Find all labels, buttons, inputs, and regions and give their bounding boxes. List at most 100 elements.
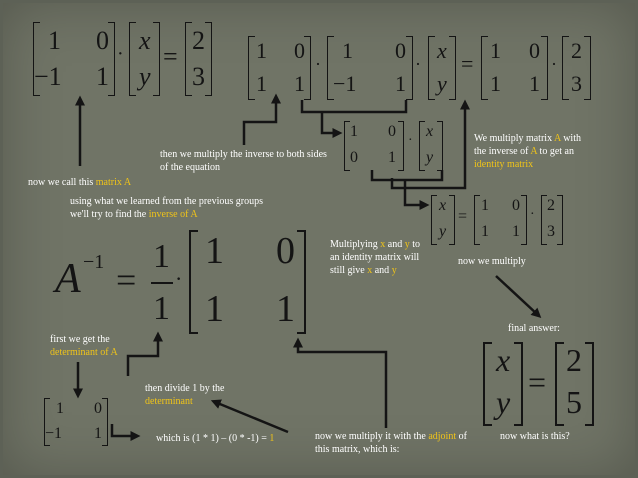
bracket-left (327, 36, 334, 100)
vector-y: y (439, 223, 447, 240)
matrix-a-cell: 0 (94, 400, 102, 417)
bracket-left (189, 230, 198, 334)
note-what-is-this: now what is this? (500, 431, 570, 442)
brace-identity-product (370, 170, 444, 182)
bracket-left (562, 36, 569, 100)
adjoint-cell: 1 (205, 230, 224, 272)
vector-y: y (426, 149, 434, 166)
identity-cell: 1 (388, 149, 396, 166)
vector-b-value: 3 (192, 62, 205, 91)
bracket-right (304, 36, 311, 100)
arrow-to-identity (320, 112, 343, 138)
adjoint-cell: 0 (276, 230, 295, 272)
note-identity-result: We multiply matrix A with the inverse of… (474, 133, 581, 170)
inverse-cell: 1 (256, 38, 267, 63)
inverse-cell: 1 (512, 223, 520, 240)
vector-x: x (426, 123, 434, 140)
answer-y-value: 5 (566, 384, 582, 420)
inverse-symbol: A (55, 256, 81, 302)
answer-x-value: 2 (566, 342, 582, 378)
multiply-dot: · (530, 207, 535, 222)
note-divide-determinant: then divide 1 by the determinant (145, 383, 225, 407)
bracket-right (514, 342, 523, 426)
inverse-cell: 0 (529, 38, 540, 63)
bracket-right (153, 22, 160, 96)
inverse-cell: 1 (294, 71, 305, 96)
note-adjoint: now we multiply it with the adjoint of t… (315, 431, 467, 455)
vector-x: x (139, 26, 151, 55)
bracket-right (205, 22, 212, 96)
bracket-right (521, 195, 527, 245)
matrix-a-cell: 1 (48, 26, 61, 55)
bracket-right (102, 398, 108, 446)
adjoint-cell: 1 (205, 288, 224, 330)
bracket-right (398, 121, 404, 171)
bracket-left (129, 22, 136, 96)
inverse-cell: 1 (481, 197, 489, 214)
equals-sign: = (461, 51, 474, 76)
identity-cell: 0 (388, 123, 396, 140)
note-multiply-both-sides: then we multiply the inverse to both sid… (160, 149, 327, 173)
bracket-right (449, 195, 455, 245)
bracket-left (44, 398, 50, 446)
inverse-cell: 1 (256, 71, 267, 96)
matrix-a-cell: −1 (34, 62, 62, 91)
bracket-right (585, 342, 594, 426)
matrix-a-cell: −1 (333, 71, 357, 96)
matrix-a-cell: 1 (96, 62, 109, 91)
inverse-exponent: −1 (83, 251, 105, 273)
multiply-dot: · (315, 54, 321, 74)
fraction-bar (151, 282, 173, 284)
bracket-left (248, 36, 255, 100)
bracket-left (33, 22, 40, 96)
multiply-dot: · (415, 54, 421, 74)
bracket-left (344, 121, 350, 171)
bracket-left (428, 36, 435, 100)
note-final-answer: final answer: (508, 323, 560, 334)
bracket-left (483, 342, 492, 426)
brace-inverse-times-a (300, 100, 408, 114)
arrow-to-fraction (126, 331, 163, 376)
identity-cell: 1 (350, 123, 358, 140)
vector-x: x (437, 38, 447, 63)
vector-x: x (496, 342, 511, 378)
note-call-matrix: now we call this matrix A (28, 177, 132, 188)
bracket-left (481, 36, 488, 100)
bracket-left (419, 121, 425, 171)
note-determinant-calc: which is (1 * 1) – (0 * -1) = 1 (156, 433, 275, 444)
arrow-multiply-inverse (242, 93, 281, 145)
matrix-a-cell: 1 (56, 400, 64, 417)
arrow-to-determinant-calc (110, 424, 141, 441)
inverse-cell: 1 (490, 38, 501, 63)
inverse-cell: 1 (481, 223, 489, 240)
matrix-a-cell: 0 (395, 38, 406, 63)
equals-sign: = (528, 364, 547, 400)
arrow-calc-to-divide (210, 399, 289, 434)
vector-b-value: 3 (571, 71, 582, 96)
note-identity-property: Multiplying x and y to an identity matri… (330, 239, 421, 276)
vector-y: y (496, 384, 511, 420)
matrix-a-cell: −1 (45, 425, 63, 442)
vector-y: y (139, 62, 151, 91)
inverse-cell: 0 (294, 38, 305, 63)
inverse-cell: 0 (512, 197, 520, 214)
bracket-right (449, 36, 456, 100)
arrow-to-final-answer (495, 275, 542, 319)
note-now-multiply: now we multiply (458, 256, 526, 267)
fraction-numerator: 1 (153, 238, 170, 275)
inverse-cell: 1 (490, 71, 501, 96)
equals-sign: = (163, 42, 178, 71)
bracket-right (297, 230, 306, 334)
vector-y: y (437, 71, 447, 96)
bracket-left (474, 195, 480, 245)
equals-sign: = (116, 260, 137, 300)
vector-b-value: 3 (547, 223, 555, 240)
bracket-right (437, 121, 443, 171)
bracket-right (557, 195, 563, 245)
matrix-a-cell: 1 (342, 38, 353, 63)
multiply-dot: · (117, 43, 124, 65)
matrix-a-cell: 1 (94, 425, 102, 442)
matrix-a-cell: 1 (395, 71, 406, 96)
